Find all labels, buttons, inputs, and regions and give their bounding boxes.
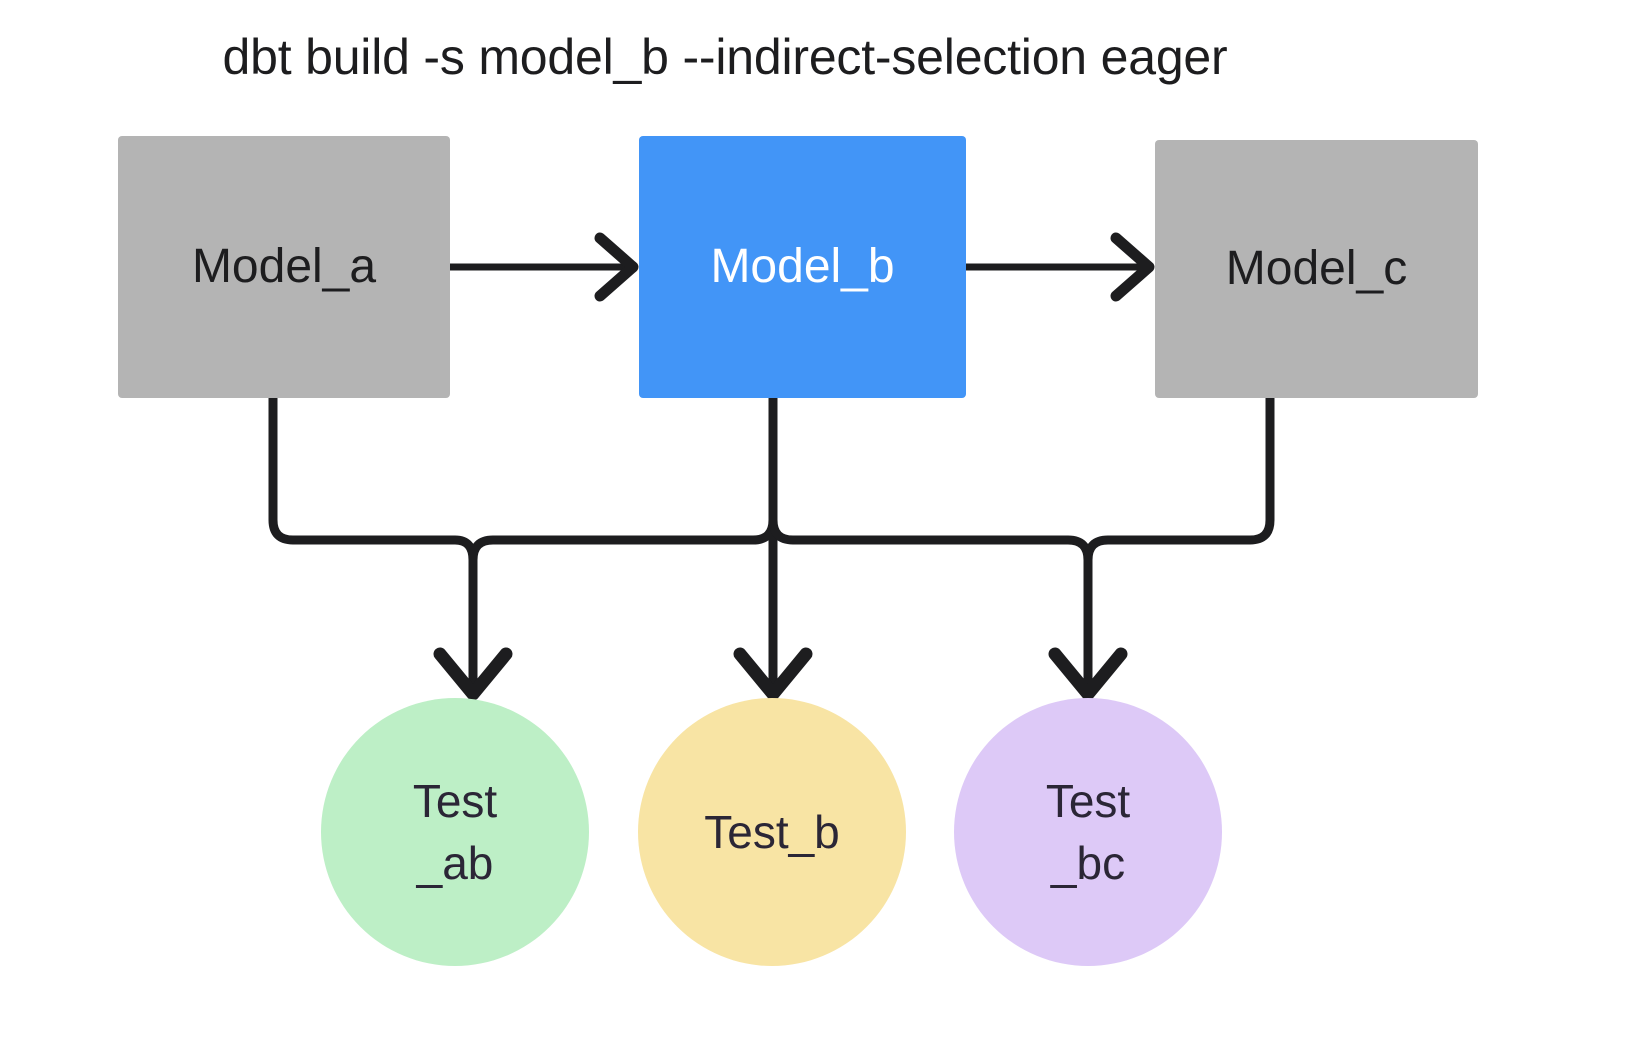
diagram-title: dbt build -s model_b --indirect-selectio… (222, 29, 1228, 85)
test-node-label-line-2: _ab (416, 837, 494, 889)
edge-model-b-to-model-c (966, 232, 1155, 302)
edge-model-c-to-test-bc (1083, 398, 1275, 561)
edge-model-b-to-test-bc (768, 519, 1128, 701)
model-node-label: Model_b (710, 239, 895, 293)
edge-model-a-to-test-ab (268, 398, 513, 701)
test-node-test-b[interactable]: Test_b (638, 698, 906, 966)
edge-model-a-to-model-b (450, 232, 639, 302)
edge-model-b-to-test-b (733, 398, 813, 701)
test-node-label-line-2: _bc (1050, 837, 1126, 889)
test-node-test-ab[interactable]: Test _ab (321, 698, 589, 966)
edge-model-b-to-test-ab (468, 398, 778, 561)
model-node-label: Model_c (1225, 241, 1408, 295)
model-node-model-b[interactable]: Model_b (639, 136, 966, 398)
model-node-model-c[interactable]: Model_c (1155, 140, 1478, 398)
test-node-test-bc[interactable]: Test _bc (954, 698, 1222, 966)
model-node-model-a[interactable]: Model_a (118, 136, 450, 398)
test-node-label-line-1: Test_b (704, 805, 840, 858)
test-node-label-line-1: Test (1045, 774, 1131, 827)
model-node-label: Model_a (191, 239, 377, 293)
test-node-label-line-1: Test (412, 774, 498, 827)
